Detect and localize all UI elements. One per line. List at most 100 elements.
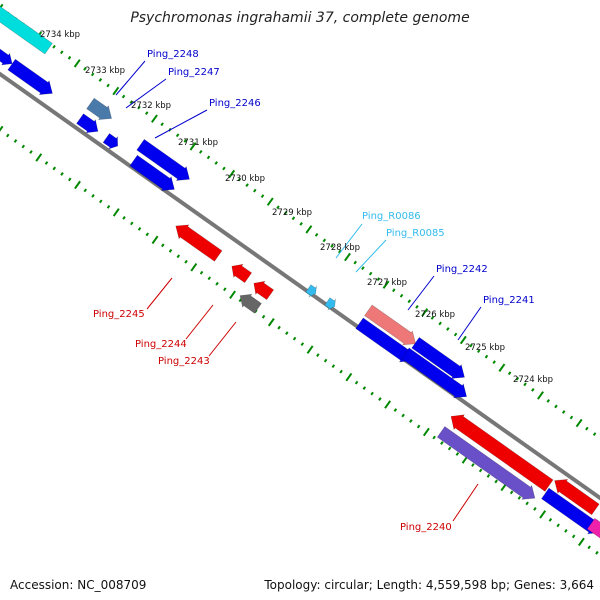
- tick-mark: [554, 404, 558, 409]
- tick-mark: [67, 55, 72, 60]
- gene-forward: [76, 113, 99, 134]
- tick-mark: [316, 353, 320, 358]
- scale-label: 2731 kbp: [178, 138, 218, 148]
- tick-mark: [546, 399, 550, 403]
- genome-summary-text: Topology: circular; Length: 4,559,598 bp…: [264, 578, 594, 592]
- tick-mark: [478, 468, 483, 473]
- gene-ping-2246: [136, 138, 190, 181]
- tick-mark: [21, 144, 25, 149]
- tick-mark: [453, 332, 458, 337]
- tick-mark: [477, 349, 481, 353]
- tick-mark: [305, 225, 313, 234]
- tick-mark: [459, 335, 467, 345]
- label-leader-line: [335, 223, 363, 259]
- tick-mark: [228, 169, 236, 179]
- tick-mark: [276, 205, 280, 210]
- scale-label: 2724 kbp: [513, 375, 553, 385]
- tick-mark: [595, 550, 599, 555]
- tick-mark: [168, 248, 173, 253]
- gene-ping-2243: [239, 293, 262, 314]
- tick-mark: [267, 317, 275, 327]
- tick-mark: [471, 463, 475, 467]
- tick-mark: [578, 537, 585, 547]
- tick-mark: [447, 446, 452, 451]
- tick-mark: [106, 204, 111, 209]
- tick-mark: [206, 155, 211, 160]
- gene-label: Ping_2241: [483, 295, 535, 306]
- tick-mark: [13, 139, 18, 143]
- gene-label: Ping_2243: [158, 356, 210, 367]
- tick-mark: [422, 427, 430, 437]
- tick-mark: [432, 435, 436, 440]
- tick-mark: [484, 354, 489, 359]
- tick-mark: [98, 78, 103, 82]
- tick-mark: [215, 281, 219, 286]
- gene-reverse: [554, 479, 600, 516]
- tick-mark: [137, 226, 142, 231]
- scale-label: 2733 kbp: [85, 66, 125, 76]
- tick-mark: [338, 249, 342, 254]
- tick-mark: [130, 221, 134, 226]
- tick-mark: [455, 452, 460, 456]
- tick-mark: [44, 161, 49, 165]
- gene-features: [0, 5, 600, 539]
- tick-mark: [314, 233, 319, 237]
- tick-mark: [260, 194, 265, 199]
- tick-mark: [144, 111, 149, 116]
- tick-mark: [229, 290, 236, 299]
- tick-mark: [498, 363, 506, 372]
- tick-mark: [592, 432, 597, 436]
- gene-ping-2247: [102, 133, 119, 150]
- tick-mark: [283, 210, 288, 215]
- gene-ping-2241: [411, 336, 465, 379]
- tick-mark: [121, 94, 126, 99]
- tick-mark: [587, 545, 591, 550]
- tick-mark: [306, 345, 314, 354]
- tick-mark: [322, 238, 327, 243]
- label-leader-line: [185, 304, 214, 340]
- tick-mark: [299, 221, 303, 226]
- tick-mark: [189, 142, 197, 151]
- label-leader-line: [154, 109, 208, 139]
- tick-mark: [492, 360, 496, 365]
- tick-mark: [345, 372, 353, 382]
- tick-mark: [106, 83, 110, 88]
- gene-cyan: [0, 5, 53, 55]
- tick-mark: [344, 252, 351, 262]
- label-leader-line: [125, 78, 167, 109]
- gene-label: Ping_2240: [400, 522, 452, 533]
- label-leader-line: [208, 321, 237, 357]
- tick-mark: [52, 166, 57, 171]
- tick-mark: [354, 380, 359, 385]
- tick-mark: [564, 528, 568, 533]
- scale-label: 2734 kbp: [40, 30, 80, 40]
- tick-mark: [176, 254, 181, 259]
- label-leader-line: [457, 306, 482, 341]
- gene-label: Ping_2242: [436, 264, 488, 275]
- tick-mark: [531, 387, 535, 392]
- tick-mark: [266, 197, 274, 206]
- tick-mark: [401, 413, 405, 418]
- scale-label: 2725 kbp: [465, 343, 505, 353]
- gene-forward: [129, 154, 175, 191]
- gene-forward: [7, 58, 53, 95]
- label-leader-line: [115, 60, 146, 96]
- scale-label: 2728 kbp: [320, 243, 360, 253]
- tick-mark: [330, 244, 334, 248]
- tick-mark: [517, 496, 522, 500]
- tick-mark: [569, 415, 574, 420]
- tick-mark: [421, 308, 429, 317]
- tick-mark: [175, 133, 180, 138]
- tick-mark: [446, 327, 450, 331]
- tick-mark: [585, 426, 589, 431]
- scale-label: 2727 kbp: [367, 278, 407, 288]
- tick-mark: [399, 293, 404, 298]
- tick-mark: [29, 150, 33, 154]
- gene-label: Ping_2246: [209, 98, 261, 109]
- tick-mark: [35, 153, 43, 162]
- tick-mark: [515, 376, 520, 381]
- gene-labels: Ping_2248Ping_2247Ping_2246Ping_R0086Pin…: [93, 49, 535, 533]
- gene-forward: [0, 48, 13, 66]
- gene-reverse: [253, 280, 275, 301]
- tick-mark: [392, 288, 396, 293]
